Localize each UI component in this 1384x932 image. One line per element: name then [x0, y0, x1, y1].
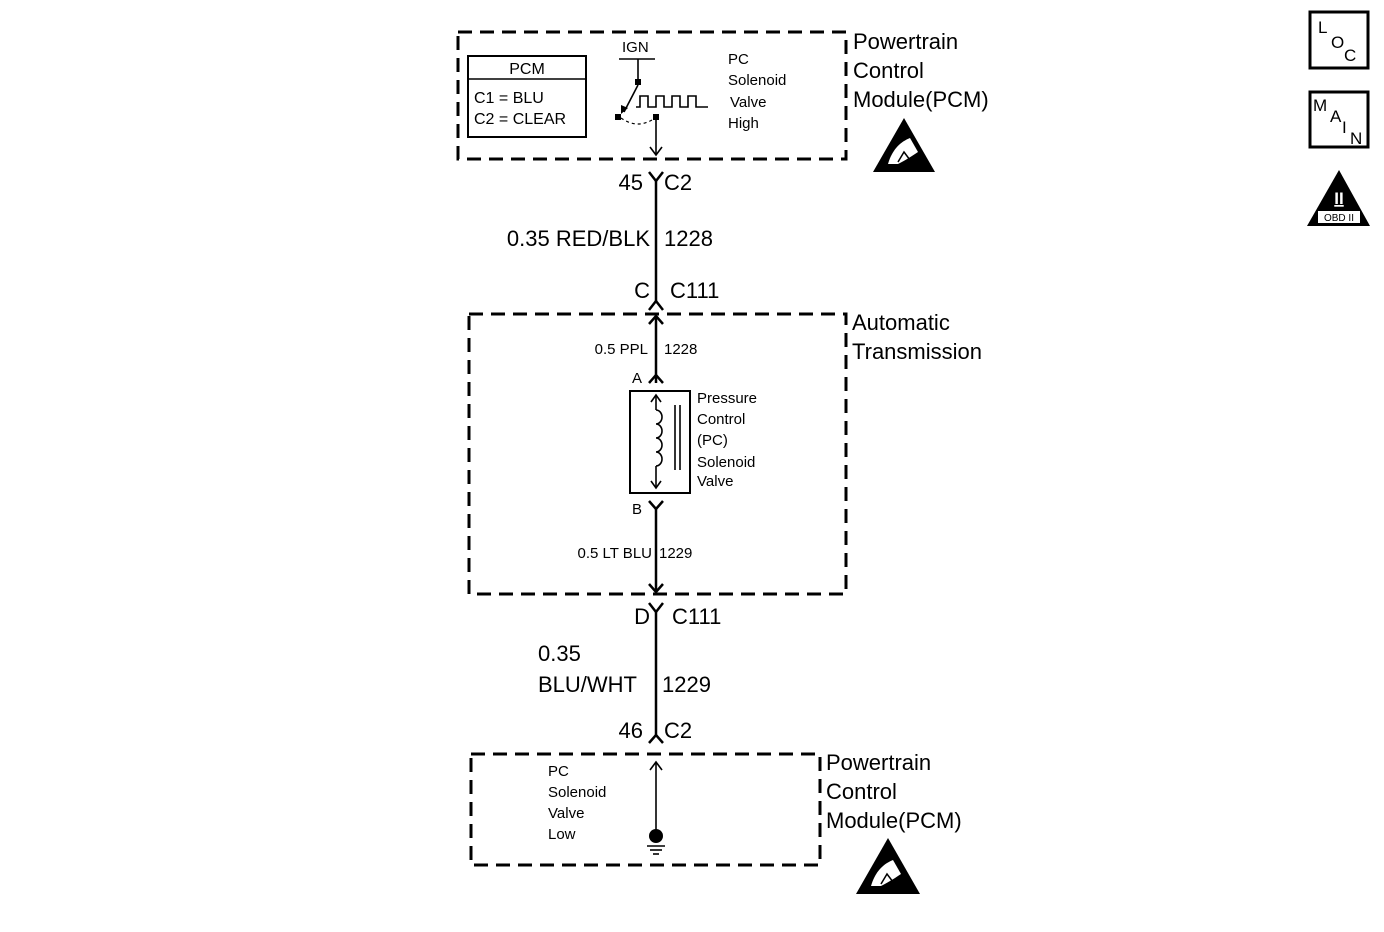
pcm-info-line-2: C2 = CLEAR: [474, 111, 566, 128]
loc-letter-1: L: [1318, 18, 1327, 37]
pwm-waveform-icon: [636, 95, 708, 108]
loc-letter-2: O: [1331, 33, 1344, 52]
connector-c2-top-pin: 45: [619, 170, 643, 195]
wire-trans-out-circuit: 1229: [659, 545, 692, 562]
connector-c2-top-symbol: [648, 171, 664, 184]
pcm-info-line-1: C1 = BLU: [474, 90, 544, 107]
connector-c111-top-symbol: [648, 298, 664, 311]
top-signal-line-4: High: [728, 115, 759, 132]
bottom-pcm-name-line-2: Control: [826, 779, 897, 804]
bottom-signal-line-3: Valve: [548, 805, 584, 822]
solenoid-label-line-2: Control: [697, 411, 745, 428]
obd-ii-button[interactable]: II OBD II: [1307, 170, 1370, 226]
transmission-boundary: [467, 312, 848, 596]
top-pcm-name-line-2: Control: [853, 58, 924, 83]
bottom-pcm-boundary: [469, 752, 822, 867]
bottom-pcm-name-line-1: Powertrain: [826, 750, 931, 775]
solenoid-label-line-5: Valve: [697, 473, 733, 490]
solenoid-label-line-1: Pressure: [697, 390, 757, 407]
wire-lower-color: BLU/WHT: [538, 672, 637, 697]
top-pcm-boundary: [456, 30, 848, 161]
terminal-a-symbol: [648, 373, 664, 384]
obd-symbol: II: [1334, 189, 1343, 208]
transmission-name-line-1: Automatic: [852, 310, 950, 335]
connector-c2-top-name: C2: [664, 170, 692, 195]
main-letter-2: A: [1330, 107, 1342, 126]
wire-trans-in-gauge-color: 0.5 PPL: [595, 341, 648, 358]
loc-letter-3: C: [1344, 46, 1356, 65]
main-letter-3: I: [1342, 118, 1347, 137]
main-button[interactable]: M A I N: [1308, 90, 1370, 149]
transmission-name-line-2: Transmission: [852, 339, 982, 364]
ground-node-icon: [649, 829, 663, 843]
esd-warning-icon: [856, 838, 920, 894]
connector-c111-bottom-name: C111: [672, 604, 721, 629]
top-pcm-name-line-1: Powertrain: [853, 29, 958, 54]
ign-label: IGN: [622, 39, 649, 56]
wire-lower-gauge: 0.35: [538, 641, 581, 666]
wire-trans-in-circuit: 1228: [664, 341, 697, 358]
connector-c111-bottom-symbol: [648, 602, 664, 615]
solenoid-label-line-3: (PC): [697, 432, 728, 449]
obd-label: OBD II: [1324, 213, 1354, 224]
pc-solenoid-valve: [629, 390, 691, 494]
top-signal-line-1: PC: [728, 51, 749, 68]
pcm-info-box: [467, 55, 587, 138]
main-letter-1: M: [1313, 96, 1327, 115]
terminal-a-label: A: [632, 370, 642, 387]
wire-upper-circuit: 1228: [664, 226, 713, 251]
wire-lower-circuit: 1229: [662, 672, 711, 697]
top-signal-line-3: Valve: [730, 94, 766, 111]
top-signal-line-2: Solenoid: [728, 72, 786, 89]
top-pcm-name-line-3: Module(PCM): [853, 87, 989, 112]
connector-c2-bottom-name: C2: [664, 718, 692, 743]
pcm-info-title: PCM: [509, 61, 545, 78]
connector-c111-top-pin: C: [634, 278, 650, 303]
solenoid-coil-icon: [655, 409, 663, 467]
bottom-signal-line-2: Solenoid: [548, 784, 606, 801]
bottom-pcm-name-line-3: Module(PCM): [826, 808, 962, 833]
esd-warning-icon: [873, 118, 935, 172]
wire-upper-gauge-color: 0.35 RED/BLK: [507, 226, 650, 251]
terminal-b-symbol: [648, 500, 664, 511]
terminal-b-label: B: [632, 501, 642, 518]
wire-trans-out-gauge-color: 0.5 LT BLU: [578, 545, 653, 562]
connector-c111-top-name: C111: [670, 278, 719, 303]
main-letter-4: N: [1350, 129, 1362, 148]
solenoid-label-line-4: Solenoid: [697, 454, 755, 471]
connector-c111-bottom-pin: D: [634, 604, 650, 629]
loc-button[interactable]: L O C: [1308, 10, 1370, 70]
bottom-signal-line-1: PC: [548, 763, 569, 780]
connector-c2-bottom-pin: 46: [619, 718, 643, 743]
bottom-signal-line-4: Low: [548, 826, 576, 843]
input-arrow-icon: [649, 760, 663, 771]
connector-c2-bottom-symbol: [648, 733, 664, 744]
